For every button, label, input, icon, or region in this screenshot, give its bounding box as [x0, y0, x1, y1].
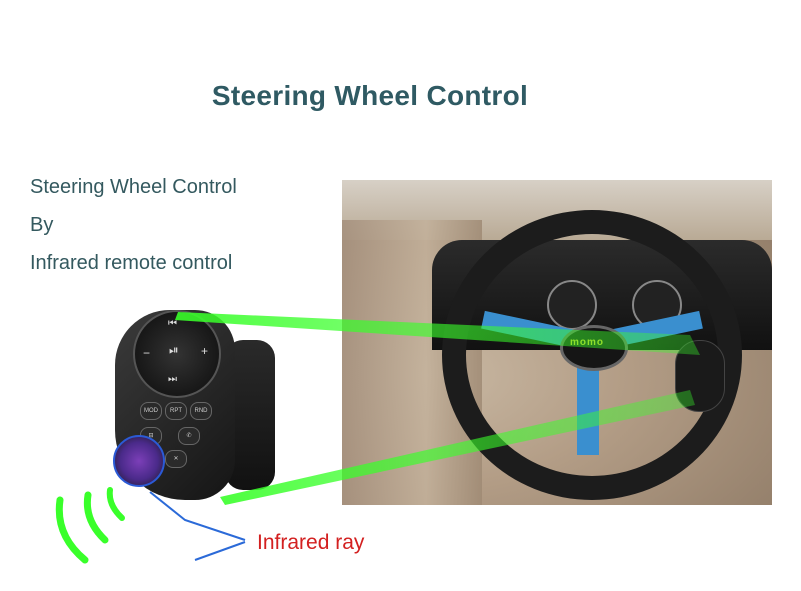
volume-down-icon: −: [143, 346, 151, 360]
volume-up-icon: +: [201, 344, 209, 358]
prev-track-icon: ⏮: [168, 318, 177, 329]
remote-navigation-dial[interactable]: ⏮ − + ⏯ ⏭: [133, 310, 221, 398]
page-title: Steering Wheel Control: [211, 80, 529, 111]
pointer-line-lower: [194, 541, 246, 561]
call-button[interactable]: ✆: [178, 427, 200, 445]
ir-wave-middle: [83, 491, 109, 544]
mod-button[interactable]: MOD: [140, 402, 162, 420]
caption-line-1: Steering Wheel Control: [30, 176, 237, 198]
caption-line-3: Infrared remote control: [30, 252, 233, 274]
ir-wave-outer: [55, 496, 89, 564]
car-interior-photo: momo: [342, 180, 772, 505]
mounted-remote: [675, 340, 725, 412]
mute-button[interactable]: ✕: [165, 450, 187, 468]
ir-remote-controller: ⏮ − + ⏯ ⏭ MOD RPT RND ⊟ ✆ ✕: [105, 300, 275, 505]
caption-line-2: By: [30, 214, 54, 236]
next-track-icon: ⏭: [168, 374, 177, 385]
mute-icon: ✕: [173, 456, 179, 462]
wheel-hub: [560, 325, 628, 371]
rnd-button[interactable]: RND: [190, 402, 212, 420]
infrared-ray-label: Infrared ray: [257, 531, 365, 554]
hub-logo: momo: [570, 337, 604, 348]
infrared-emitter: [113, 435, 165, 487]
play-pause-icon: ⏯: [169, 343, 179, 357]
rpt-button[interactable]: RPT: [165, 402, 187, 420]
band-icon: ⊟: [148, 433, 154, 439]
phone-icon: ✆: [186, 433, 192, 439]
